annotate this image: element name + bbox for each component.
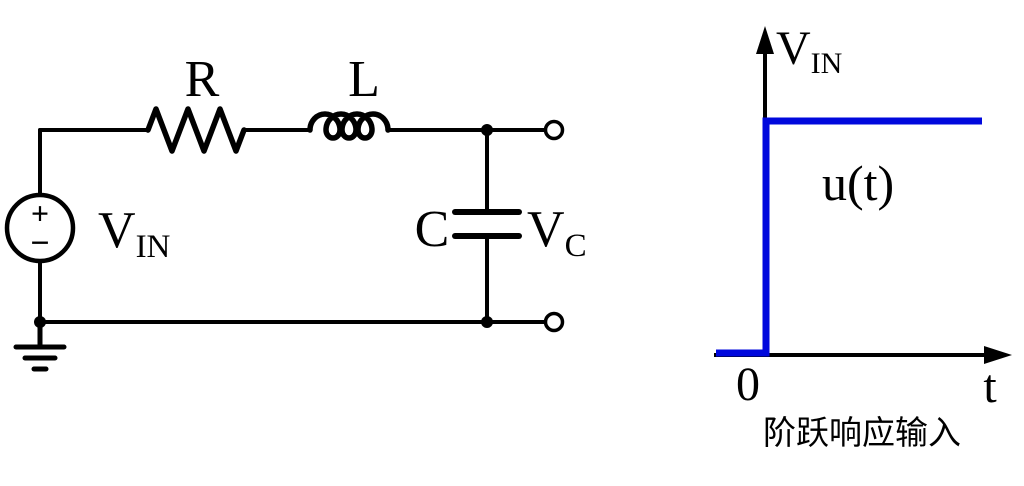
cap-voltage-main: V [527, 201, 565, 258]
step-function-curve [716, 117, 982, 357]
inductor-label: L [348, 51, 380, 108]
resistor-label: R [185, 51, 220, 108]
output-terminal-bottom [543, 311, 565, 333]
source-plus-sign: + [31, 195, 49, 231]
curve-label: u(t) [822, 155, 894, 211]
origin-label: 0 [736, 358, 760, 411]
capacitor-label: C [415, 201, 450, 258]
y-axis-label: VIN [776, 22, 842, 80]
junction-dot-bottom [481, 316, 493, 328]
source-minus-sign: − [30, 225, 49, 262]
output-terminal-top [543, 119, 565, 141]
y-axis-label-main: V [776, 22, 811, 75]
step-input-plot: VIN u(t) 0 t 阶跃响应输入 [714, 22, 1012, 452]
y-axis-label-sub: IN [811, 47, 843, 80]
rlc-circuit-labels: R L + − VIN C VC [30, 51, 586, 265]
voltage-source-symbol [4, 192, 76, 264]
y-axis-arrowhead [756, 26, 774, 54]
ground-icon [13, 319, 67, 372]
resistor-symbol [145, 106, 247, 154]
source-voltage-sub: IN [136, 229, 171, 265]
junction-dot-top [481, 124, 493, 136]
rlc-circuit [4, 106, 565, 372]
x-axis-label: t [983, 360, 997, 413]
source-voltage-main: V [98, 202, 136, 259]
cap-voltage-label: VC [527, 201, 587, 264]
x-axis-arrowhead [984, 346, 1012, 364]
cap-voltage-sub: C [565, 228, 587, 264]
plot-caption: 阶跃响应输入 [763, 413, 961, 452]
source-voltage-label: VIN [98, 202, 171, 265]
inductor-symbol [307, 111, 391, 141]
